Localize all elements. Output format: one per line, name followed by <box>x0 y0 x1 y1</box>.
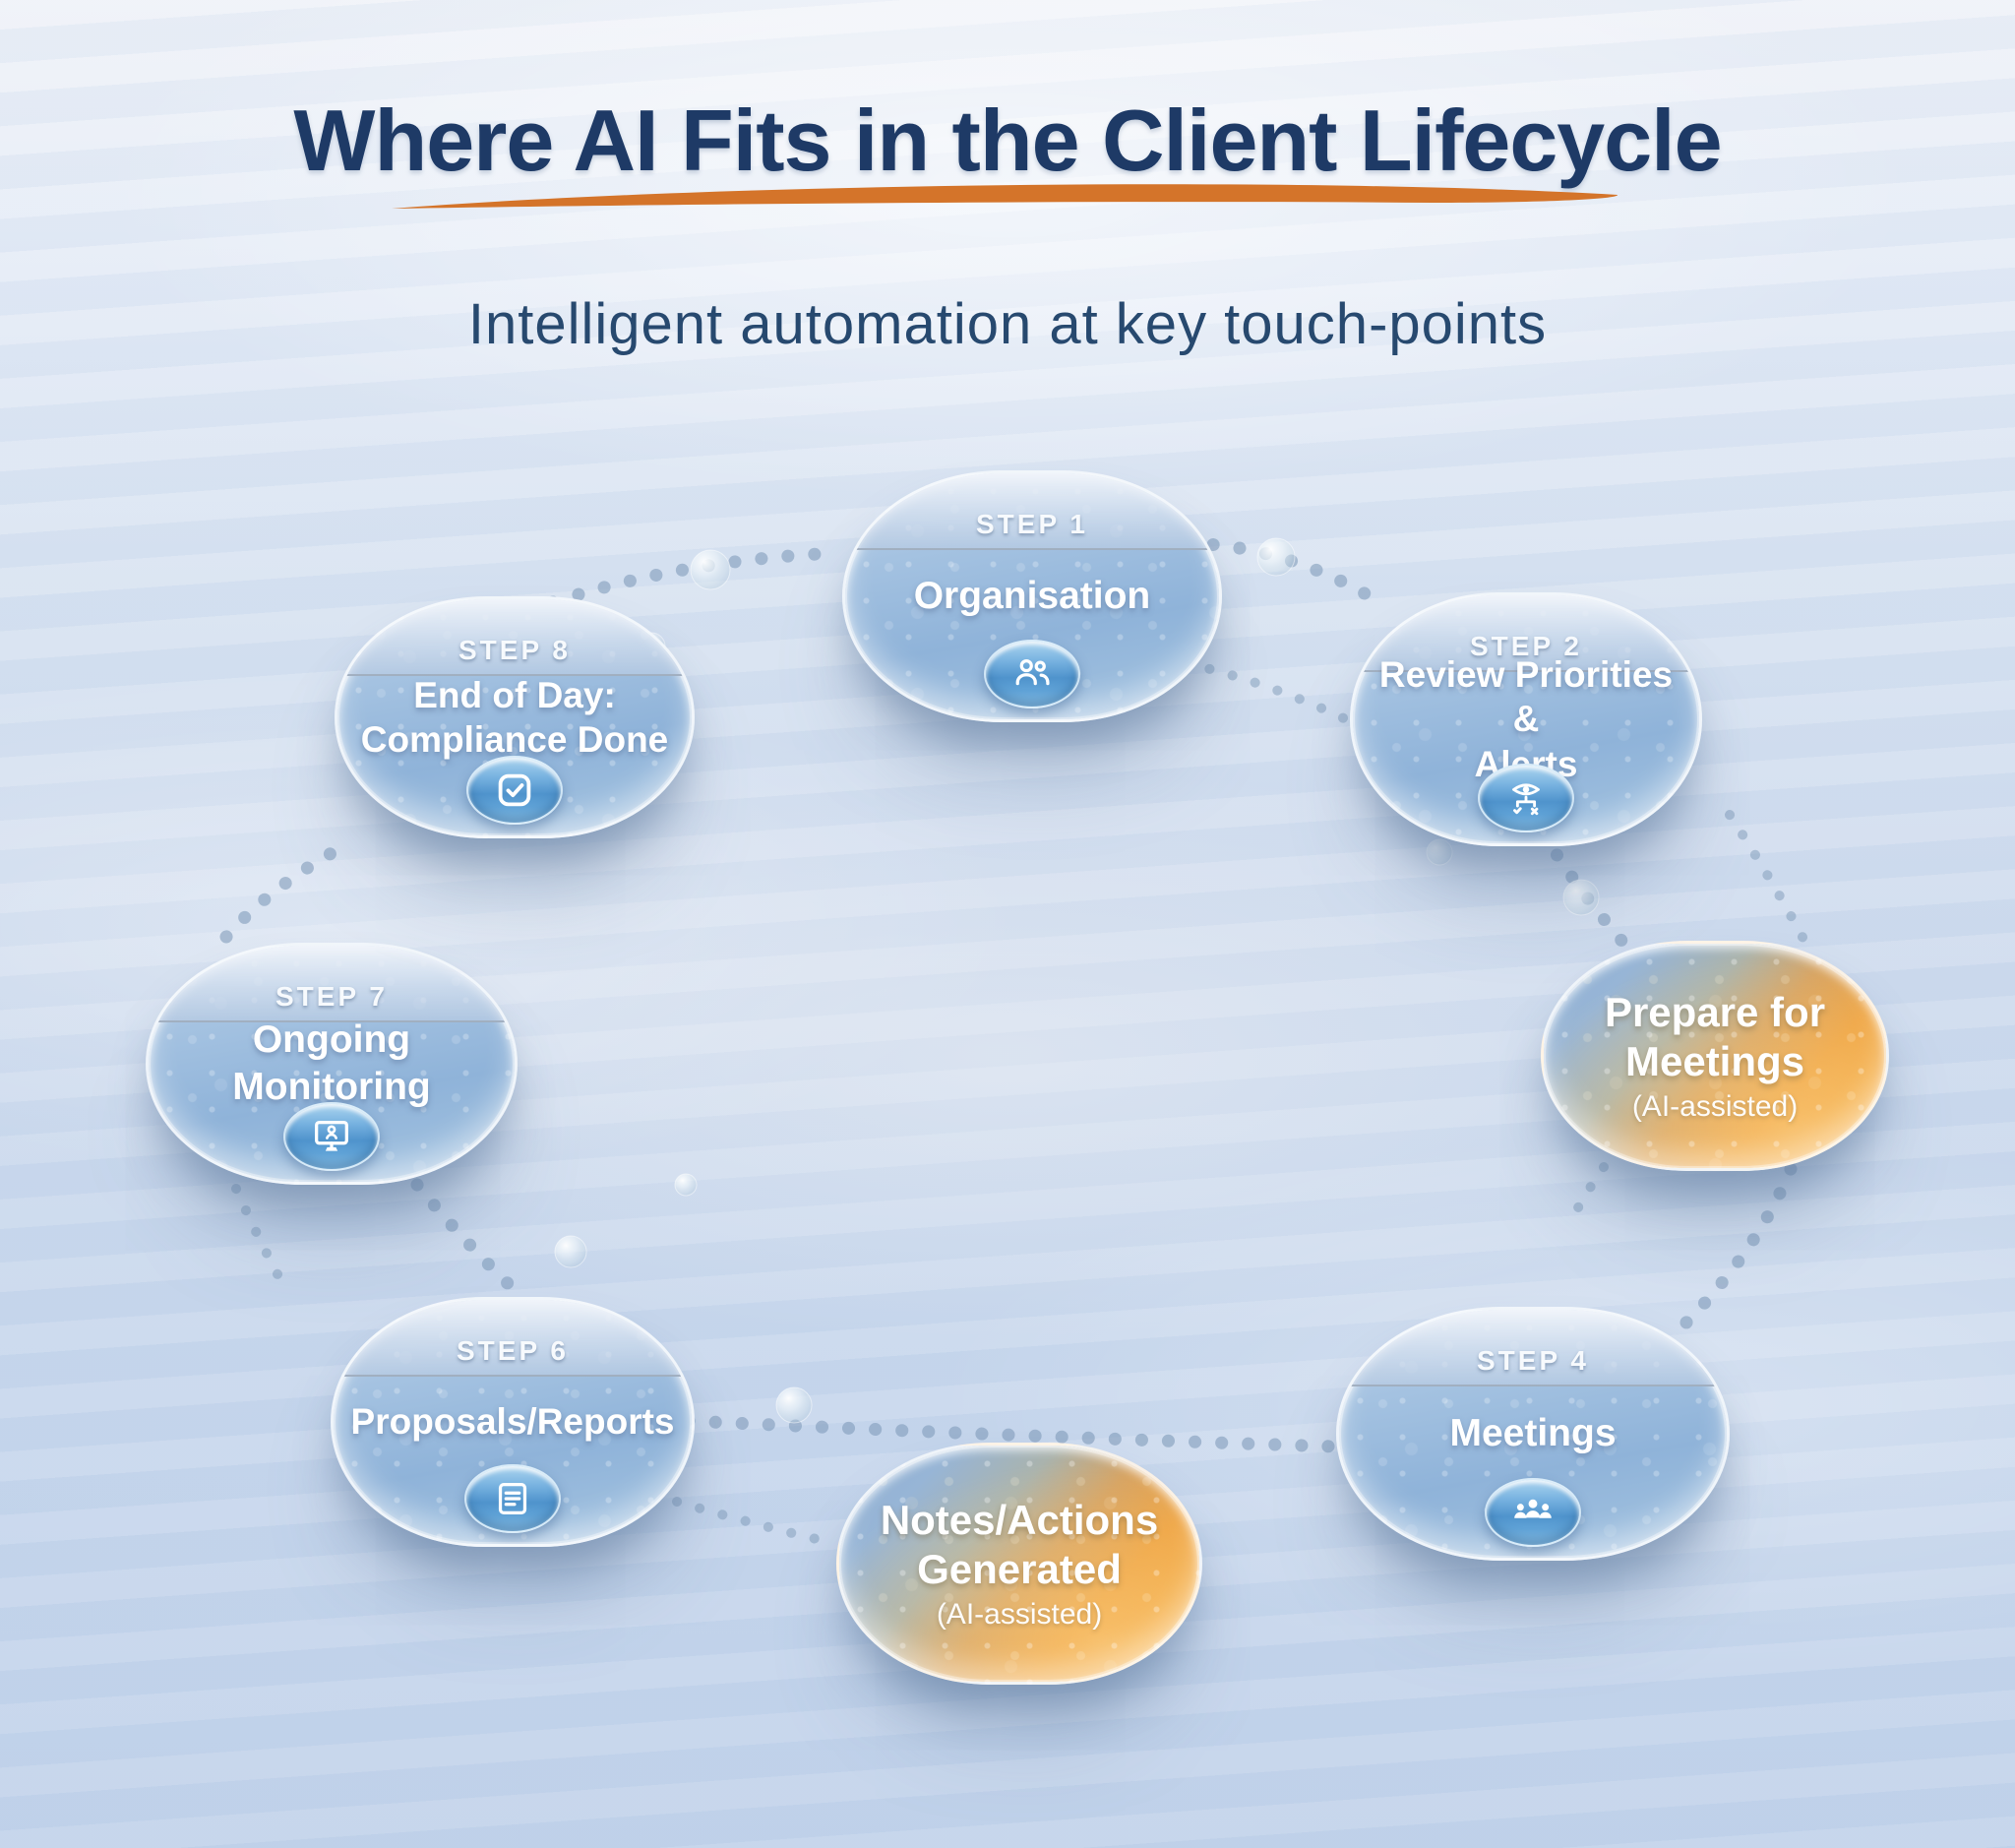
icon-pill <box>466 756 563 825</box>
step-title: Review Priorities & Alerts <box>1378 654 1674 783</box>
step-header: STEP 7 <box>149 946 515 1022</box>
step-number-label: STEP 1 <box>976 509 1088 539</box>
step-title: End of Day: Compliance Done <box>360 674 669 760</box>
check-square-icon <box>498 773 531 807</box>
step-header: STEP 4 <box>1339 1310 1727 1386</box>
ai-step-content: Notes/Actions Generated (AI-assisted) <box>839 1446 1199 1682</box>
monitor-person-icon <box>315 1120 348 1151</box>
step-number-label: STEP 8 <box>458 635 571 665</box>
icon-pill <box>1485 1478 1581 1547</box>
ai-assisted-note: (AI-assisted) <box>936 1598 1103 1632</box>
step-title: Prepare for Meetings <box>1604 988 1826 1084</box>
step-header: STEP 2 <box>1353 595 1699 672</box>
step-number-label: STEP 2 <box>1470 631 1582 661</box>
page-subtitle: Intelligent automation at key touch-poin… <box>467 292 1548 356</box>
step-title: Organisation <box>913 575 1151 618</box>
step-bubble-meetings: STEP 4 Meetings <box>1336 1307 1730 1561</box>
step-header: STEP 8 <box>337 599 692 676</box>
step-bubble-proposals-reports: STEP 6 Proposals/Reports <box>331 1297 695 1547</box>
ai-assisted-note: (AI-assisted) <box>1631 1090 1799 1124</box>
step-title: Notes/Actions Generated <box>880 1496 1159 1592</box>
step-number-label: STEP 6 <box>457 1335 569 1366</box>
people-icon <box>1015 658 1050 686</box>
step-title: Proposals/Reports <box>350 1401 675 1443</box>
step-bubble-review-priorities-alerts: STEP 2 Review Priorities & Alerts <box>1350 592 1702 846</box>
step-number-label: STEP 4 <box>1477 1345 1589 1376</box>
icon-pill <box>464 1464 561 1533</box>
step-number-label: STEP 7 <box>275 981 388 1012</box>
step-title: Ongoing Monitoring <box>232 1018 431 1108</box>
step-header: STEP 6 <box>334 1300 692 1377</box>
icon-pill <box>283 1102 380 1171</box>
icon-pill <box>984 640 1080 708</box>
eye-decision-icon <box>1512 783 1540 816</box>
step-title: Meetings <box>1449 1412 1617 1455</box>
report-icon <box>498 1482 527 1515</box>
step-bubble-notes-actions-generated: Notes/Actions Generated (AI-assisted) <box>836 1443 1202 1685</box>
step-bubble-organisation: STEP 1 Organisation <box>842 470 1222 722</box>
step-bubble-ongoing-monitoring: STEP 7 Ongoing Monitoring <box>146 943 518 1185</box>
step-header: STEP 1 <box>845 473 1219 550</box>
page-title: Where AI Fits in the Client Lifecycle <box>293 92 1722 189</box>
step-bubble-end-of-day-compliance: STEP 8 End of Day: Compliance Done <box>335 596 695 838</box>
people-group-icon <box>1514 1499 1552 1518</box>
ai-step-content: Prepare for Meetings (AI-assisted) <box>1544 944 1886 1168</box>
title-underline-swoosh <box>392 184 1618 209</box>
icon-pill <box>1478 764 1574 832</box>
step-bubble-prepare-for-meetings: Prepare for Meetings (AI-assisted) <box>1541 941 1889 1171</box>
